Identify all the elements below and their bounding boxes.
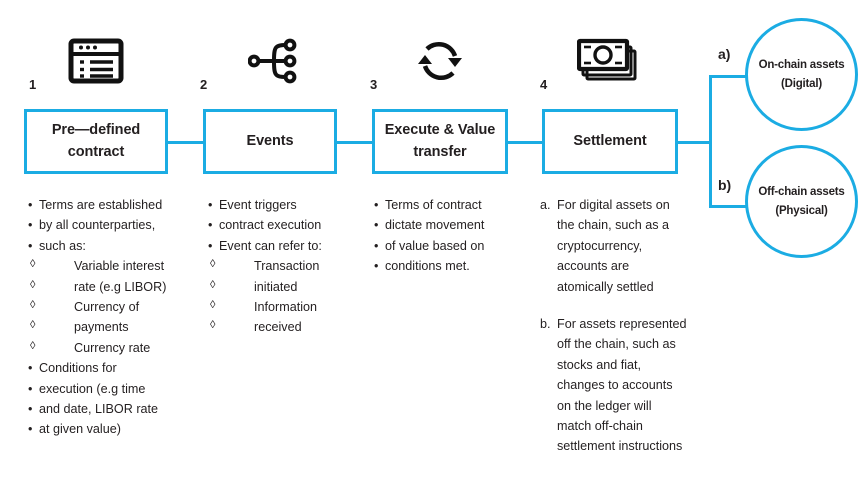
bullet-continuation-line: contract execution [208,215,370,236]
process-box-label: Pre—defined contract [51,122,141,160]
process-box-settlement[interactable]: Settlement [542,109,678,174]
process-box-pre-defined-contract[interactable]: Pre—defined contract [24,109,168,174]
connector-step4-branch-trunk [670,141,712,144]
alpha-list-continuation-line: atomically settled [557,279,654,294]
bullet-continuation-line: and date, LIBOR rate [28,399,196,420]
branch-arm-b [709,205,751,208]
bullet-continuation-line: conditions met. [374,256,536,277]
text-spacer [540,297,715,314]
process-box-events[interactable]: Events [203,109,337,174]
sub-bullet-continuation-line: initiated [208,277,370,297]
connector-step2-step3 [330,141,380,144]
details-column-settlement: a.For digital assets on the chain, such a… [540,195,715,457]
bullet-line: Event triggers [208,195,370,216]
alpha-list-continuation-line: accounts are [557,259,630,274]
sub-bullet-line: Transaction [208,256,370,276]
step-number-3: 3 [370,77,378,92]
alpha-list-continuation-line: off the chain, such as [557,337,676,352]
alpha-list-continuation-line: match off-chain [557,418,643,433]
step-number-4: 4 [540,77,548,92]
alpha-list-continuation-line: on the ledger will [557,398,652,413]
alpha-list-line: b.For assets represented [540,314,715,334]
outcome-circle-off-chain-assets[interactable]: Off-chain assets (Physical) [745,145,858,258]
event-branch-nodes-icon [238,32,310,90]
bullet-continuation-line: such as: [28,236,196,257]
bullet-line: Event can refer to: [208,236,370,257]
details-column-pre-defined-contract: Terms are establishedby all counterparti… [28,195,196,440]
details-column-execute-value-transfer: Terms of contractdictate movementof valu… [374,195,536,277]
bullet-line: Conditions for [28,358,196,379]
bullet-continuation-line: at given value) [28,419,196,440]
sub-bullet-line: Variable interest [28,256,196,276]
alpha-list-continuation-line: the chain, such as a [557,218,670,233]
branch-marker-a: a) [718,46,731,62]
bullet-line: Terms of contract [374,195,536,216]
step-number-1: 1 [29,77,37,92]
branch-trunk-vertical [709,75,712,208]
alpha-list-continuation-line: settlement instructions [557,439,683,454]
alpha-list-continuation-line: changes to accounts [557,378,673,393]
alpha-marker: a. [540,198,551,212]
alpha-list-continuation-line: stocks and fiat, [557,357,641,372]
process-box-label: Execute & Value transfer [384,122,496,160]
sub-bullet-continuation-line: rate (e.g LIBOR) [28,277,196,297]
branch-arm-a [709,75,751,78]
outcome-circle-title: Off-chain assets [758,186,845,199]
sub-bullet-continuation-line: received [208,317,370,337]
bullet-continuation-line: by all counterparties, [28,215,196,236]
bullet-line: Terms are established [28,195,196,216]
outcome-circle-title: On-chain assets [758,59,845,72]
exchange-refresh-arrows-icon [404,32,476,90]
process-box-execute-value-transfer[interactable]: Execute & Value transfer [372,109,508,174]
bullet-continuation-line: execution (e.g time [28,379,196,400]
sub-bullet-continuation-line: payments [28,317,196,337]
bullet-continuation-line: dictate movement [374,215,536,236]
details-column-events: Event triggerscontract executionEvent ca… [208,195,370,338]
sub-bullet-line: Currency of [28,297,196,317]
branch-marker-b: b) [718,177,732,193]
outcome-circle-subtitle: (Physical) [775,204,828,217]
alpha-list-line: a.For digital assets on [540,195,715,215]
outcome-circle-on-chain-assets[interactable]: On-chain assets (Digital) [745,18,858,131]
bullet-continuation-line: of value based on [374,236,536,257]
step-number-2: 2 [200,77,208,92]
contract-document-icon [60,32,132,90]
alpha-list-continuation-line: cryptocurrency, [557,238,643,253]
outcome-circle-subtitle: (Digital) [781,77,822,90]
sub-bullet-line: Currency rate [28,338,196,358]
process-box-label: Settlement [573,132,647,149]
banknotes-stack-icon [572,32,644,90]
connector-step1-step2 [160,141,210,144]
alpha-marker: b. [540,316,551,331]
process-box-label: Events [246,132,294,149]
sub-bullet-line: Information [208,297,370,317]
connector-step3-step4 [500,141,550,144]
